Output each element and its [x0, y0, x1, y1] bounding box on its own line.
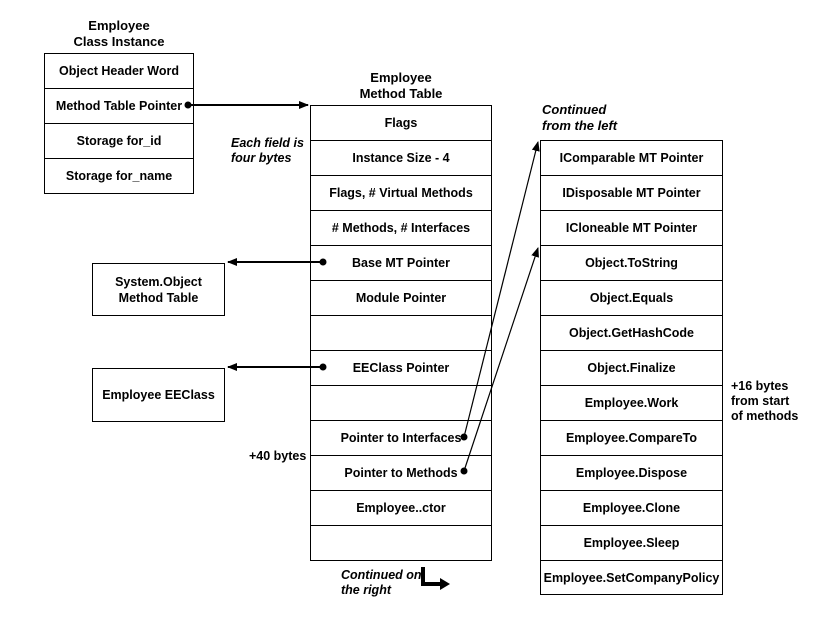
cont-cell-object-finalize: Object.Finalize [541, 351, 722, 386]
method-table-column: Flags Instance Size - 4 Flags, # Virtual… [310, 105, 492, 561]
mt-cell-methods-interfaces: # Methods, # Interfaces [311, 211, 491, 246]
cont-cell-object-tostring: Object.ToString [541, 246, 722, 281]
continued-right-note: Continued on the right [341, 568, 422, 597]
cont-cell-employee-compareto: Employee.CompareTo [541, 421, 722, 456]
mt-cell-empty-1 [311, 316, 491, 351]
instance-cell-storage-id: Storage for_id [45, 124, 193, 159]
cont-cell-idisposable: IDisposable MT Pointer [541, 176, 722, 211]
cont-cell-object-gethashcode: Object.GetHashCode [541, 316, 722, 351]
method-table-title: Employee Method Table [359, 70, 443, 101]
instance-cell-method-table-pointer: Method Table Pointer [45, 89, 193, 124]
mt-cell-employee-ctor: Employee..ctor [311, 491, 491, 526]
continued-right-arrow-icon [421, 567, 450, 590]
mt-cell-flags-virtual-methods: Flags, # Virtual Methods [311, 176, 491, 211]
cont-cell-icloneable: ICloneable MT Pointer [541, 211, 722, 246]
continued-column: IComparable MT Pointer IDisposable MT Po… [540, 140, 723, 595]
cont-cell-employee-work: Employee.Work [541, 386, 722, 421]
instance-cell-header-word: Object Header Word [45, 54, 193, 89]
instance-column: Object Header Word Method Table Pointer … [44, 53, 194, 194]
mt-cell-pointer-to-methods: Pointer to Methods [311, 456, 491, 491]
mt-cell-pointer-to-interfaces: Pointer to Interfaces [311, 421, 491, 456]
mt-cell-eeclass-pointer: EEClass Pointer [311, 351, 491, 386]
offset-40-note: +40 bytes [249, 449, 307, 463]
base-mt-pointer-arrow [227, 258, 327, 266]
cont-cell-employee-sleep: Employee.Sleep [541, 526, 722, 561]
offset-16-note: +16 bytes from start of methods [731, 379, 799, 423]
cont-cell-icomparable: IComparable MT Pointer [541, 141, 722, 176]
mt-cell-module-pointer: Module Pointer [311, 281, 491, 316]
mt-cell-instance-size: Instance Size - 4 [311, 141, 491, 176]
mt-cell-empty-2 [311, 386, 491, 421]
mt-cell-flags: Flags [311, 106, 491, 141]
employee-eeclass-box: Employee EEClass [92, 368, 225, 422]
continued-title: Continued from the left [542, 102, 618, 133]
instance-cell-storage-name: Storage for_name [65, 169, 173, 183]
instance-title: Employee Class Instance [73, 18, 165, 49]
system-object-method-table-box: System.Object Method Table [92, 263, 225, 316]
eeclass-pointer-arrow [227, 363, 327, 371]
mt-cell-base-mt-pointer: Base MT Pointer [311, 246, 491, 281]
cont-cell-employee-clone: Employee.Clone [541, 491, 722, 526]
cont-cell-employee-dispose: Employee.Dispose [541, 456, 722, 491]
cont-cell-object-equals: Object.Equals [541, 281, 722, 316]
field-size-note: Each field is four bytes [231, 136, 304, 165]
method-table-pointer-arrow [184, 101, 309, 109]
pointer-to-methods-arrow [460, 247, 539, 475]
cont-cell-employee-setcompanypolicy: Employee.SetCompanyPolicy [543, 570, 720, 585]
pointer-to-interfaces-arrow [460, 141, 540, 441]
